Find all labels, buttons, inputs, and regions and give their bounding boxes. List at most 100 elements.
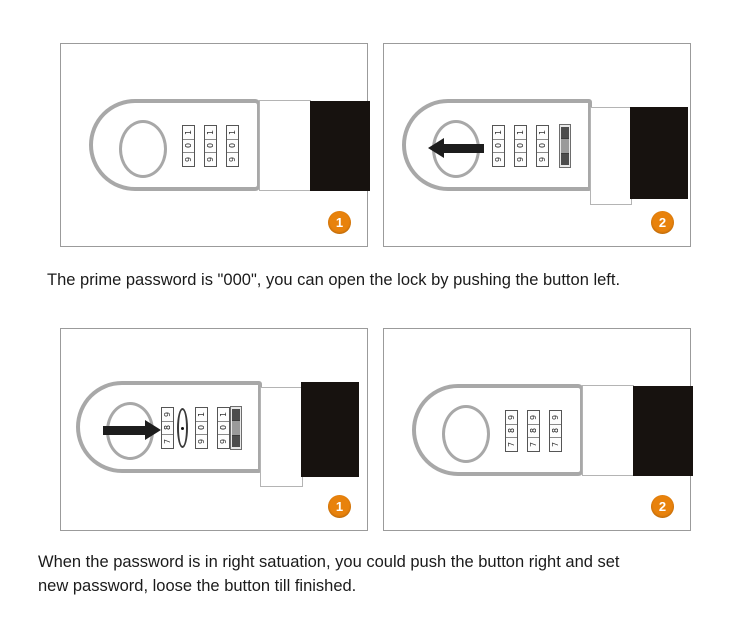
dial-digit-current: 8: [551, 428, 560, 434]
dial-separator: [183, 138, 194, 140]
dial-digit-bottom: 9: [219, 439, 228, 445]
arrow-shaft: [103, 426, 147, 435]
slide-button-segment-top: [232, 409, 240, 420]
dial-separator: [515, 152, 526, 154]
slide-button-segment-bottom: [561, 154, 569, 165]
step-badge: 1: [328, 495, 351, 518]
black-strap: [633, 386, 693, 476]
dial-digit-bottom: 9: [494, 157, 503, 163]
dial-separator: [515, 138, 526, 140]
dial-separator: [196, 434, 207, 436]
dial-digit-bottom: 9: [197, 439, 206, 445]
shackle-hole: [119, 120, 167, 178]
dial-digit-top: 9: [163, 411, 172, 417]
black-strap: [301, 382, 359, 477]
lock-connector-plate: [590, 107, 632, 205]
dial-digit-current: 0: [538, 143, 547, 149]
dial-3[interactable]: 1 0 9: [217, 407, 230, 449]
dial-rotation-indicator-icon: [177, 408, 188, 448]
instruction-panel-2: 1 0 9 1 0 9 1 0 9: [383, 43, 691, 247]
dial-digit-current: 0: [228, 143, 237, 149]
caption-first: The prime password is "000", you can ope…: [47, 271, 621, 289]
dial-digit-current: 0: [219, 425, 228, 431]
dial-separator: [528, 423, 539, 425]
dial-digit-top: 1: [538, 129, 547, 135]
dial-2[interactable]: 1 0 9: [514, 125, 527, 167]
dial-1[interactable]: 9 8 7: [161, 407, 174, 449]
dial-1[interactable]: 1 0 9: [182, 125, 195, 167]
dial-digit-current: 8: [163, 425, 172, 431]
dial-digit-bottom: 9: [184, 157, 193, 163]
dial-2[interactable]: 1 0 9: [195, 407, 208, 449]
dial-separator: [550, 423, 561, 425]
dial-digit-bottom: 7: [507, 442, 516, 448]
dial-separator: [183, 152, 194, 154]
dial-1[interactable]: 1 0 9: [492, 125, 505, 167]
arrow-head-icon: [145, 420, 161, 440]
dial-separator: [506, 437, 517, 439]
dial-separator: [506, 423, 517, 425]
arrow-shaft: [442, 144, 484, 153]
dial-digit-top: 1: [494, 129, 503, 135]
dial-3[interactable]: 1 0 9: [226, 125, 239, 167]
dial-digit-top: 9: [551, 414, 560, 420]
dial-separator: [537, 152, 548, 154]
dial-separator: [205, 152, 216, 154]
instruction-panel-1: 1 0 9 1 0 9 1 0 9 1: [60, 43, 370, 247]
slide-button[interactable]: [559, 124, 571, 168]
dial-digit-bottom: 9: [516, 157, 525, 163]
dial-digit-current: 0: [206, 143, 215, 149]
slide-button-segment-top: [561, 127, 569, 138]
dial-group: 9 8 7 1 0 9 1 0 9: [161, 407, 230, 449]
dial-group: 9 8 7 9 8 7 9 8 7: [505, 410, 562, 452]
step-badge: 1: [328, 211, 351, 234]
dial-3[interactable]: 1 0 9: [536, 125, 549, 167]
lock-connector-plate: [582, 385, 634, 476]
dial-separator: [227, 138, 238, 140]
dial-digit-top: 1: [184, 129, 193, 135]
lock-connector-plate: [260, 387, 303, 487]
arrow-head-icon: [428, 138, 444, 158]
slide-button-grip: [232, 420, 240, 436]
dial-separator: [162, 434, 173, 436]
dial-digit-bottom: 9: [206, 157, 215, 163]
black-strap: [310, 101, 370, 191]
dial-separator: [218, 420, 229, 422]
slide-button[interactable]: [230, 406, 242, 450]
step-badge: 2: [651, 495, 674, 518]
dial-digit-bottom: 7: [551, 442, 560, 448]
dial-digit-top: 1: [228, 129, 237, 135]
dial-separator: [537, 138, 548, 140]
dial-separator: [196, 420, 207, 422]
shackle-hole: [442, 405, 490, 463]
instruction-panel-3: 9 8 7 1 0 9 1 0 9: [60, 328, 368, 531]
dial-separator: [493, 152, 504, 154]
lock-connector-plate: [259, 100, 311, 191]
dial-group: 1 0 9 1 0 9 1 0 9: [182, 125, 239, 167]
dial-digit-top: 9: [507, 414, 516, 420]
dial-2[interactable]: 1 0 9: [204, 125, 217, 167]
dial-2[interactable]: 9 8 7: [527, 410, 540, 452]
combination-lock-illustration-3: 9 8 7 1 0 9 1 0 9: [76, 367, 361, 487]
dial-digit-current: 8: [529, 428, 538, 434]
dial-digit-bottom: 9: [538, 157, 547, 163]
combination-lock-illustration-1: 1 0 9 1 0 9 1 0 9: [89, 99, 370, 194]
slide-button-segment-bottom: [232, 436, 240, 447]
dial-digit-bottom: 9: [228, 157, 237, 163]
dial-1[interactable]: 9 8 7: [505, 410, 518, 452]
dial-separator: [528, 437, 539, 439]
dial-digit-top: 1: [197, 411, 206, 417]
dial-separator: [493, 138, 504, 140]
dial-separator: [227, 152, 238, 154]
dial-3[interactable]: 9 8 7: [549, 410, 562, 452]
dial-separator: [218, 434, 229, 436]
dial-digit-bottom: 7: [529, 442, 538, 448]
caption-second-line-1: When the password is in right satuation,…: [38, 553, 620, 571]
dial-digit-top: 1: [516, 129, 525, 135]
dial-digit-top: 9: [529, 414, 538, 420]
caption-second-line-2: new password, loose the button till fini…: [38, 577, 357, 595]
combination-lock-illustration-4: 9 8 7 9 8 7 9 8 7: [412, 384, 693, 479]
slide-button-grip: [561, 138, 569, 154]
dial-digit-current: 0: [184, 143, 193, 149]
dial-digit-bottom: 7: [163, 439, 172, 445]
